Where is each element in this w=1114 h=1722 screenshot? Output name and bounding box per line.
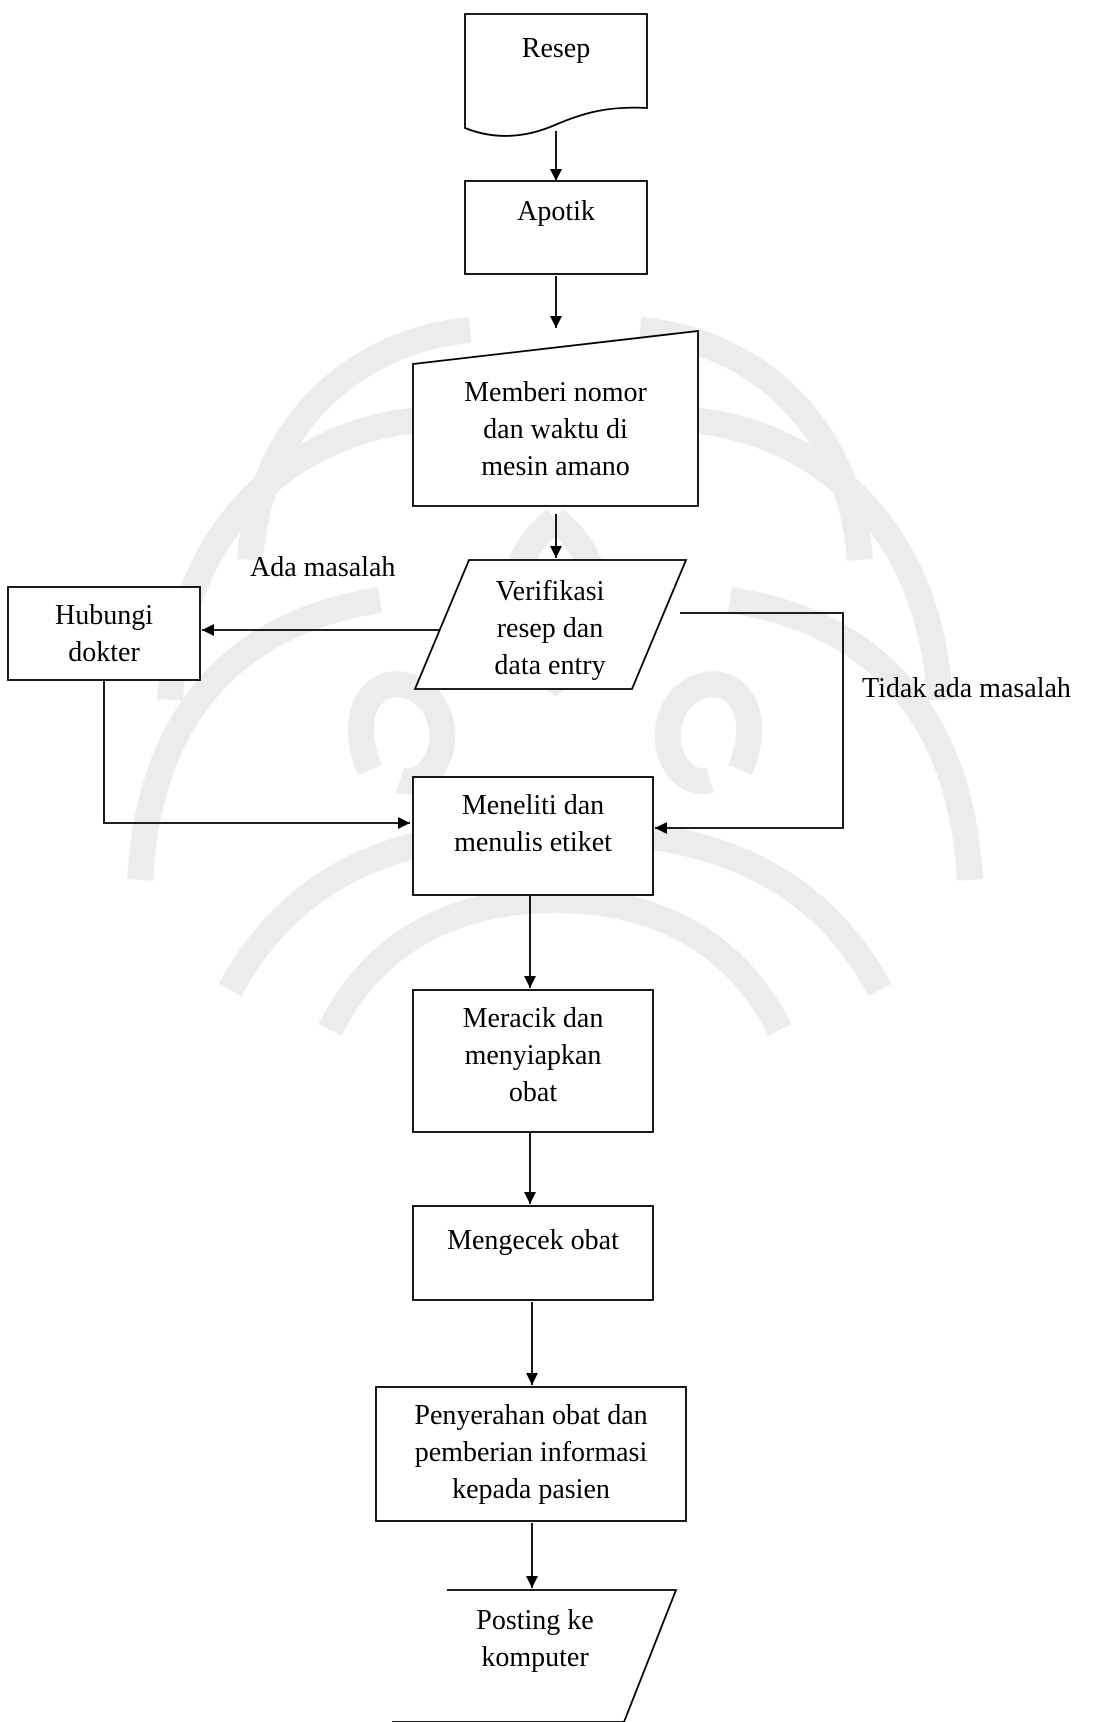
memberi-label: Memberi nomor dan waktu di mesin amano <box>464 377 647 482</box>
resep-label: Resep <box>521 33 591 64</box>
posting-parallelogram <box>392 1589 678 1722</box>
verifikasi-label: Verifikasi resep dan data entry <box>494 576 606 681</box>
meneliti-box <box>412 776 654 896</box>
apotik-label: Apotik <box>517 196 595 227</box>
mengecek-box <box>412 1205 654 1301</box>
edge-label-tidak-ada-masalah: Tidak ada masalah <box>862 673 1071 704</box>
posting-label: Posting ke komputer <box>476 1605 594 1673</box>
arrow-verifikasi-meneliti <box>655 612 844 834</box>
mengecek-label: Mengecek obat <box>447 1225 619 1256</box>
verifikasi-parallelogram <box>413 559 688 690</box>
meneliti-label: Meneliti dan menulis etiket <box>454 790 612 858</box>
hubungi-dokter-box <box>7 586 201 681</box>
meracik-box <box>412 989 654 1133</box>
edge-label-ada-masalah: Ada masalah <box>250 552 396 583</box>
hubungi-label: Hubungi dokter <box>55 600 153 668</box>
penyerahan-label: Penyerahan obat dan pemberian informasi … <box>414 1400 648 1505</box>
arrow-hubungi-meneliti <box>103 680 410 829</box>
memberi-manual-input-shape <box>412 329 699 507</box>
meracik-label: Meracik dan menyiapkan obat <box>462 1003 604 1108</box>
penyerahan-box <box>375 1386 687 1522</box>
resep-document-shape <box>464 13 648 137</box>
